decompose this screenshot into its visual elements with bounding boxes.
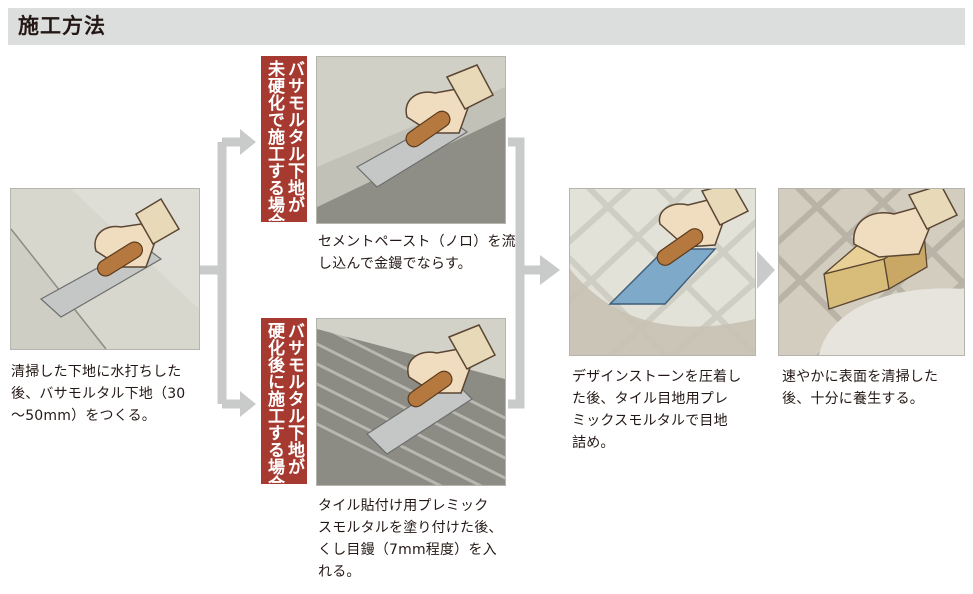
arrow-step2b-icon [240,391,256,417]
step2a-illustration [316,56,506,224]
caption-line: た後、タイル目地用プレ [572,391,729,407]
step4-illustration [778,188,965,356]
caption-line: タイル貼付け用プレミック [318,498,489,514]
step2b-caption: タイル貼付け用プレミック スモルタルを塗り付けた後、 くし目鏝（7mm程度）を入… [318,495,503,583]
caption-line: し込んで金鏝でならす。 [318,256,472,272]
caption-line: くし目鏝（7mm程度）を入 [318,542,497,558]
label-line: 硬化後に施工する場合 [264,322,284,492]
section-header: 施工方法 [8,8,965,45]
step2b-condition-label: バサモルタル下地が 硬化後に施工する場合 [261,318,307,492]
caption-line: 後、十分に養生する。 [782,391,924,407]
caption-line: 清掃した下地に水打ちした [11,364,182,380]
caption-line: 速やかに表面を清掃した [782,369,939,385]
hand-holding-trowel-icon [656,189,750,266]
step2a-condition-label: バサモルタル下地が 未硬化で施工する場合 [261,56,307,230]
step2a-caption: セメントペースト（ノロ）を流 し込んで金鏝でならす。 [318,231,516,275]
caption-line: 後、バサモルタル下地（30 [11,386,186,402]
hand-holding-trowel-icon [405,64,495,148]
hand-icon [853,189,959,258]
step3-illustration [569,188,756,356]
label-line: バサモルタル下地が [284,322,304,475]
caption-line: ～50mm）をつくる。 [11,408,157,424]
caption-line: 詰め。 [572,435,615,451]
hand-holding-trowel-icon [94,197,181,277]
rubber-float-icon [608,248,717,305]
arrow-step2a-icon [240,129,256,155]
step1-illustration [10,188,200,350]
arrow-step4-icon [757,251,775,289]
step2b-illustration [316,318,506,486]
label-line: 未硬化で施工する場合 [264,60,284,230]
caption-line: セメントペースト（ノロ）を流 [318,234,516,250]
step3-caption: デザインストーンを圧着し た後、タイル目地用プレ ミックスモルタルで目地 詰め。 [572,366,741,454]
caption-line: ミックスモルタルで目地 [572,413,728,429]
caption-line: デザインストーンを圧着し [572,369,742,385]
hand-holding-trowel-icon [407,324,497,408]
caption-line: れる。 [318,564,361,580]
step1-caption: 清掃した下地に水打ちした 後、バサモルタル下地（30 ～50mm）をつくる。 [11,361,185,427]
caption-line: スモルタルを塗り付けた後、 [318,520,503,536]
page-title: 施工方法 [18,14,106,38]
arrow-step3-icon [540,255,560,285]
step4-caption: 速やかに表面を清掃した 後、十分に養生する。 [782,366,938,410]
label-line: バサモルタル下地が [284,60,304,213]
